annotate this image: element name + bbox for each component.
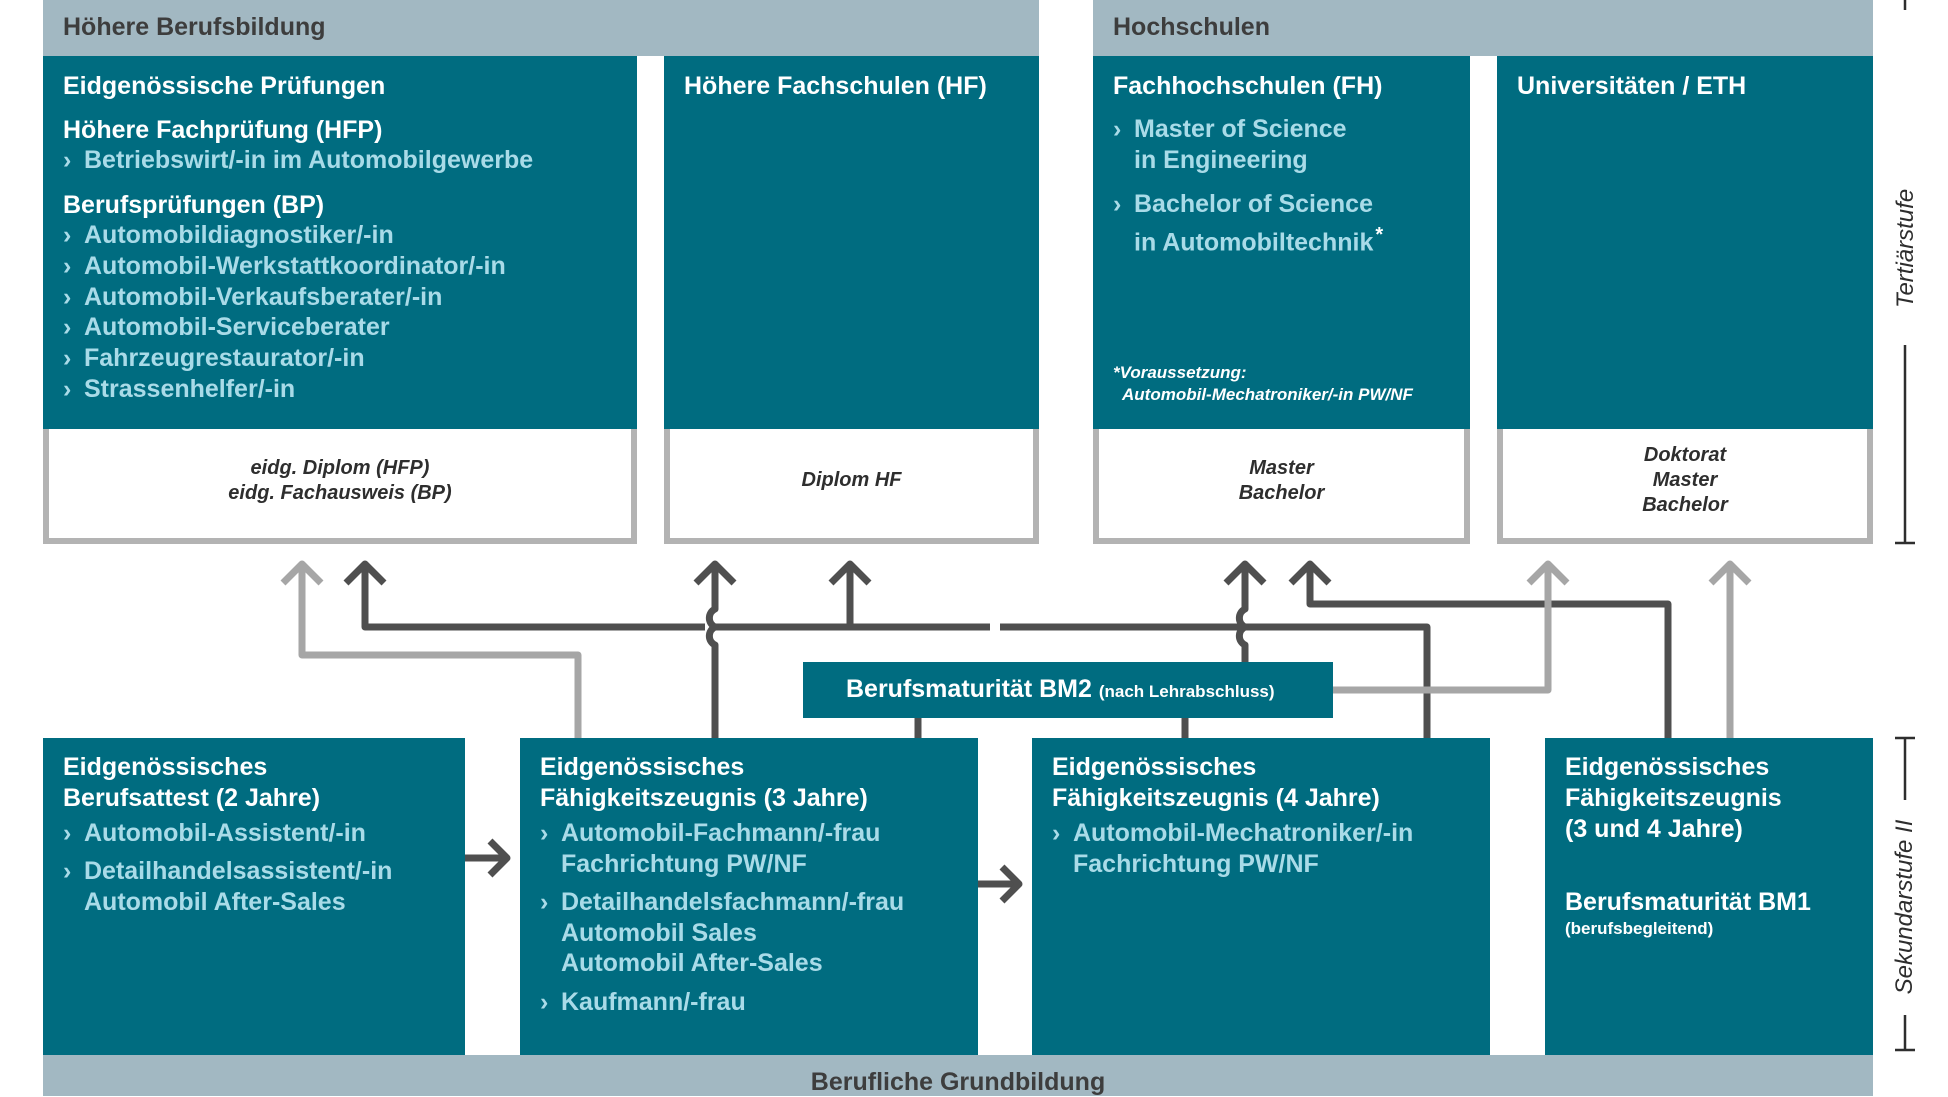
box-fachhochschulen: Fachhochschulen (FH) › Master of Science…	[1093, 56, 1470, 429]
diploma-hf-text: Diplom HF	[801, 469, 902, 491]
band-berufliche-grundbildung-label: Berufliche Grundbildung	[810, 1068, 1106, 1096]
list-item-eba-0: › Automobil-Assistent/-in	[63, 819, 366, 847]
band-hochschulen: Hochschulen	[1093, 0, 1873, 56]
chevron-right-icon: ›	[1052, 819, 1061, 847]
arrowhead-efz3-to-hf	[693, 560, 737, 586]
list-item-efz3-0: › Automobil-Fachmann/-frau Fachrichtung …	[540, 819, 881, 878]
arrowhead-bm1-to-uni	[1708, 560, 1752, 586]
arrowhead-eba-to-efz3	[487, 838, 511, 878]
list-item-eba-1: › Detailhandelsassistent/-in Automobil A…	[63, 857, 393, 916]
chevron-right-icon: ›	[63, 313, 72, 341]
footnote-asterisk: *	[1375, 223, 1384, 246]
fh-prerequisite-note: *Voraussetzung: Automobil-Mechatroniker/…	[1113, 363, 1413, 404]
bm2-box: Berufsmaturität BM2 (nach Lehrabschluss)	[803, 662, 1333, 718]
arrow-bm2-to-fh	[1235, 565, 1249, 662]
band-hoehere-berufsbildung: Höhere Berufsbildung	[43, 0, 1039, 56]
box-fachhochschulen-title: Fachhochschulen (FH)	[1113, 72, 1383, 100]
arrow-bm2-to-uni	[1330, 565, 1552, 694]
chevron-right-icon: ›	[63, 344, 72, 372]
chevron-right-icon: ›	[540, 988, 549, 1016]
arrowhead-efz3-to-efz4	[999, 864, 1023, 904]
list-item-bp-4: ›Fahrzeugrestaurator/-in	[63, 344, 365, 372]
bp-title: Berufsprüfungen (BP)	[63, 191, 325, 219]
diploma-fachhochschulen: Master Bachelor	[1093, 429, 1470, 544]
chevron-right-icon: ›	[1113, 115, 1122, 143]
box-hoehere-fachschulen-title: Höhere Fachschulen (HF)	[684, 72, 987, 100]
diploma-uni-text: Doktorat Master Bachelor	[1642, 444, 1728, 516]
chevron-right-icon: ›	[63, 146, 72, 174]
diploma-eidg-pruefungen: eidg. Diplom (HFP) eidg. Fachausweis (BP…	[43, 429, 637, 544]
diploma-eidg-pruefungen-text: eidg. Diplom (HFP) eidg. Fachausweis (BP…	[228, 457, 452, 504]
chevron-right-icon: ›	[63, 221, 72, 249]
chevron-right-icon: ›	[63, 252, 72, 280]
list-item-efz4-0: › Automobil-Mechatroniker/-in Fachrichtu…	[1052, 819, 1414, 878]
band-hoehere-berufsbildung-label: Höhere Berufsbildung	[63, 13, 326, 41]
box-eba: Eidgenössisches Berufsattest (2 Jahre) ›…	[43, 738, 465, 1055]
secondary-bracket	[1895, 736, 1915, 1052]
box-universitaeten: Universitäten / ETH	[1497, 56, 1873, 429]
box-eidg-pruefungen-title: Eidgenössische Prüfungen	[63, 72, 386, 100]
box-efz-4-jahre: Eidgenössisches Fähigkeitszeugnis (4 Jah…	[1032, 738, 1490, 1055]
list-item-bp-5: ›Strassenhelfer/-in	[63, 375, 296, 403]
chevron-right-icon: ›	[540, 819, 549, 847]
list-item-hfp-0: ›Betriebswirt/-in im Automobilgewerbe	[63, 146, 534, 174]
box-efz-3-4-title: Eidgenössisches Fähigkeitszeugnis (3 und…	[1565, 753, 1782, 843]
box-hoehere-fachschulen: Höhere Fachschulen (HF)	[664, 56, 1039, 429]
arrow-eba-to-exams	[298, 565, 582, 738]
chevron-right-icon: ›	[63, 375, 72, 403]
list-item-efz3-1: › Detailhandelsfachmann/-frau Automobil …	[540, 888, 905, 977]
diploma-fh-text: Master Bachelor	[1238, 457, 1325, 504]
chevron-right-icon: ›	[63, 857, 72, 885]
chevron-right-icon: ›	[1113, 190, 1122, 218]
list-item-bp-2: ›Automobil-Verkaufsberater/-in	[63, 283, 443, 311]
arrowhead-bm2-to-uni	[1526, 560, 1570, 586]
chevron-right-icon: ›	[63, 819, 72, 847]
list-item-fh-1: › Bachelor of Science in Automobiltechni…	[1113, 190, 1384, 256]
level-label-tertiary: Tertiärstufe	[1892, 188, 1919, 308]
chevron-right-icon: ›	[540, 888, 549, 916]
chevron-right-icon: ›	[63, 283, 72, 311]
band-berufliche-grundbildung: Berufliche Grundbildung	[43, 1055, 1873, 1096]
tertiary-bracket	[1895, 0, 1915, 545]
bm1-title: Berufsmaturität BM1	[1565, 888, 1811, 916]
box-universitaeten-title: Universitäten / ETH	[1517, 72, 1747, 100]
box-efz-3-title: Eidgenössisches Fähigkeitszeugnis (3 Jah…	[540, 753, 868, 812]
diploma-hoehere-fachschulen: Diplom HF	[664, 429, 1039, 544]
box-eba-title: Eidgenössisches Berufsattest (2 Jahre)	[63, 753, 321, 812]
box-efz-4-title: Eidgenössisches Fähigkeitszeugnis (4 Jah…	[1052, 753, 1380, 812]
arrow-efz3-to-hf	[705, 565, 719, 738]
diploma-universitaeten: Doktorat Master Bachelor	[1497, 429, 1873, 544]
box-efz-3-jahre: Eidgenössisches Fähigkeitszeugnis (3 Jah…	[520, 738, 978, 1055]
level-label-secondary: Sekundarstufe II	[1891, 819, 1918, 995]
list-item-bp-3: ›Automobil-Serviceberater	[63, 313, 390, 341]
list-item-bp-0: ›Automobildiagnostiker/-in	[63, 221, 394, 249]
list-item-efz3-2: › Kaufmann/-frau	[540, 988, 746, 1016]
bm1-subtitle: (berufsbegleitend)	[1565, 919, 1714, 938]
box-eidg-pruefungen: Eidgenössische Prüfungen Höhere Fachprüf…	[43, 56, 637, 429]
box-efz-3-4-jahre: Eidgenössisches Fähigkeitszeugnis (3 und…	[1545, 738, 1873, 1055]
bm2-label: Berufsmaturität BM2 (nach Lehrabschluss)	[846, 675, 1275, 703]
list-item-fh-0: › Master of Science in Engineering	[1113, 115, 1347, 174]
arrowhead-efz4-to-exams	[343, 560, 387, 586]
band-hochschulen-label: Hochschulen	[1113, 13, 1270, 41]
list-item-bp-1: ›Automobil-Werkstattkoordinator/-in	[63, 252, 506, 280]
arrow-bm1-to-fh	[1306, 565, 1672, 738]
arrowhead-bm2-to-fh	[1223, 560, 1267, 586]
arrowhead-efz4-to-hf	[828, 560, 872, 586]
hfp-title: Höhere Fachprüfung (HFP)	[63, 116, 383, 144]
arrowhead-eba-to-exams	[280, 560, 324, 586]
arrowhead-bm1-to-fh	[1288, 560, 1332, 586]
